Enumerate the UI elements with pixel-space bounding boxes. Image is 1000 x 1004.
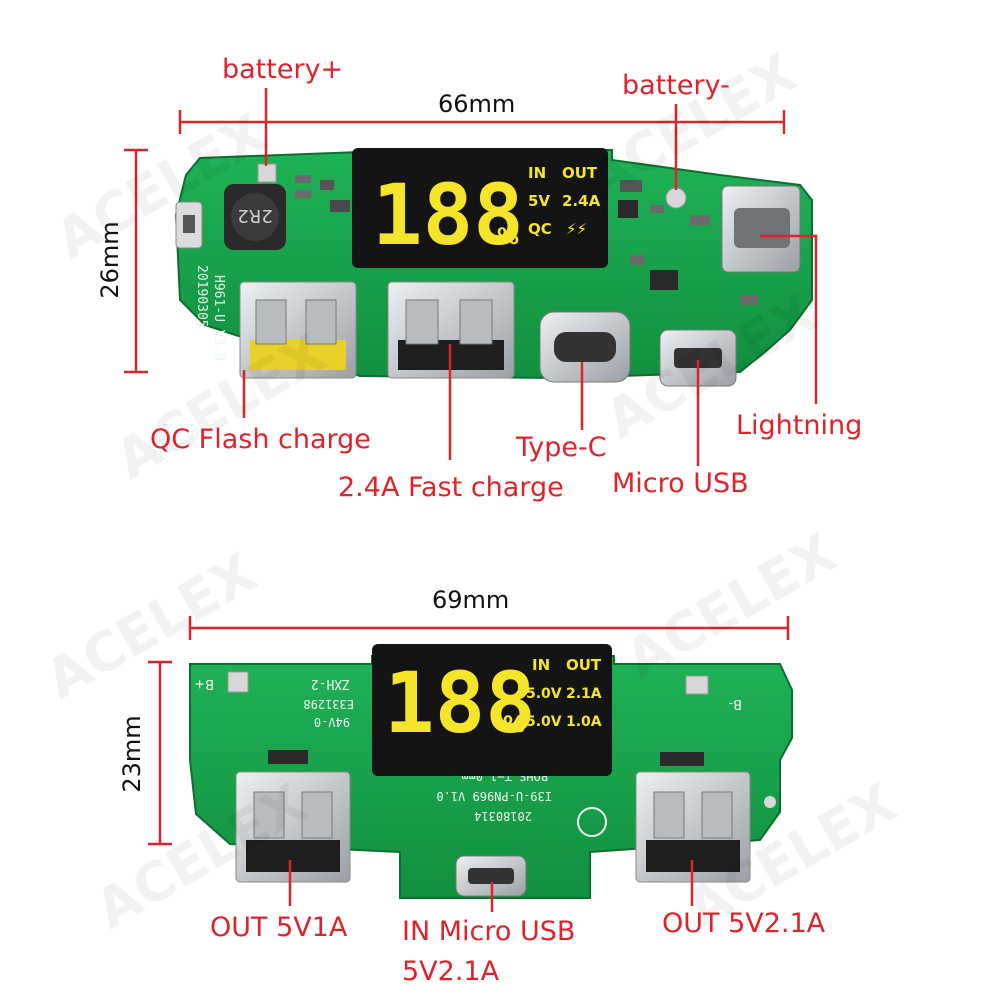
board1-display-row1-in: 5V bbox=[528, 192, 550, 210]
board2-part-silk: I39-U-PN969 V1.0 bbox=[436, 789, 552, 803]
dimension-lines bbox=[124, 110, 790, 846]
board2-display-digits: 188 bbox=[384, 654, 536, 752]
board1-display-row2-out: ⚡⚡ bbox=[566, 220, 587, 238]
board-1: 2R2 H961-U V3.0 20190305 188 % IN OUT 5V… bbox=[174, 148, 813, 387]
board2-display-row1-in: 5.0V bbox=[526, 686, 562, 702]
board1-display-row2-in: QC bbox=[528, 220, 552, 238]
board2-logo bbox=[577, 807, 607, 837]
board2-display-percent: % bbox=[503, 713, 525, 738]
board-2: B+ B- ZXH-2 E331298 94V-0 ROHS T=1.0mm I… bbox=[189, 644, 793, 899]
board2-display-row2-in: 5.0V bbox=[526, 714, 562, 730]
board2-display-row2-out: 1.0A bbox=[566, 714, 602, 730]
board1-display-out: OUT bbox=[562, 164, 598, 182]
qc-flash-charge-label: QC Flash charge bbox=[150, 424, 371, 455]
typec-label: Type-C bbox=[516, 432, 607, 463]
battery-plus-pad bbox=[257, 163, 277, 183]
board2-display-row1-out: 2.1A bbox=[566, 686, 602, 702]
board2-grade-silk: 94V-0 bbox=[314, 715, 350, 729]
board2-model-silk: ZXH-2 bbox=[311, 676, 350, 691]
board1-height-dim: 26mm bbox=[96, 221, 124, 299]
out-5v21a-label: OUT 5V2.1A bbox=[662, 908, 826, 939]
microusb-label: Micro USB bbox=[612, 468, 749, 499]
board1-version-silk: H961-U V3.0 bbox=[211, 275, 226, 361]
board2-bplus-silk: B+ bbox=[194, 676, 214, 691]
board1-display bbox=[352, 148, 608, 268]
board1-display-row1-out: 2.4A bbox=[562, 192, 601, 210]
in-spec-label: 5V2.1A bbox=[402, 956, 500, 987]
board2-display bbox=[372, 644, 612, 776]
battery-plus-label: battery+ bbox=[222, 54, 344, 85]
board2-date-silk: 20180314 bbox=[474, 809, 532, 823]
in-microusb-label: IN Micro USB bbox=[402, 916, 576, 947]
board2-cert-silk: E331298 bbox=[303, 697, 354, 711]
board1-display-in: IN bbox=[528, 164, 546, 182]
board1-width-dim: 66mm bbox=[438, 90, 516, 118]
board1-date-silk: 20190305 bbox=[194, 265, 209, 328]
battery-minus-pad bbox=[665, 187, 687, 209]
board2-height-dim: 23mm bbox=[118, 715, 146, 793]
board1-display-digits: 188 bbox=[372, 166, 524, 264]
battery-minus-label: battery- bbox=[622, 70, 730, 101]
lightning-label: Lightning bbox=[736, 410, 863, 441]
board2-display-out: OUT bbox=[566, 656, 602, 674]
board2-bminus-pad bbox=[685, 675, 709, 695]
callout-lines bbox=[242, 88, 818, 912]
inductor-marking: 2R2 bbox=[237, 205, 272, 226]
fast-charge-label: 2.4A Fast charge bbox=[338, 472, 564, 503]
board2-bplus-pad bbox=[227, 671, 249, 693]
board1-display-percent: % bbox=[497, 225, 519, 250]
board2-bminus-silk: B- bbox=[728, 696, 742, 711]
board2-display-in: IN bbox=[532, 656, 550, 674]
board2-width-dim: 69mm bbox=[432, 586, 510, 614]
out-5v1a-label: OUT 5V1A bbox=[210, 912, 348, 943]
